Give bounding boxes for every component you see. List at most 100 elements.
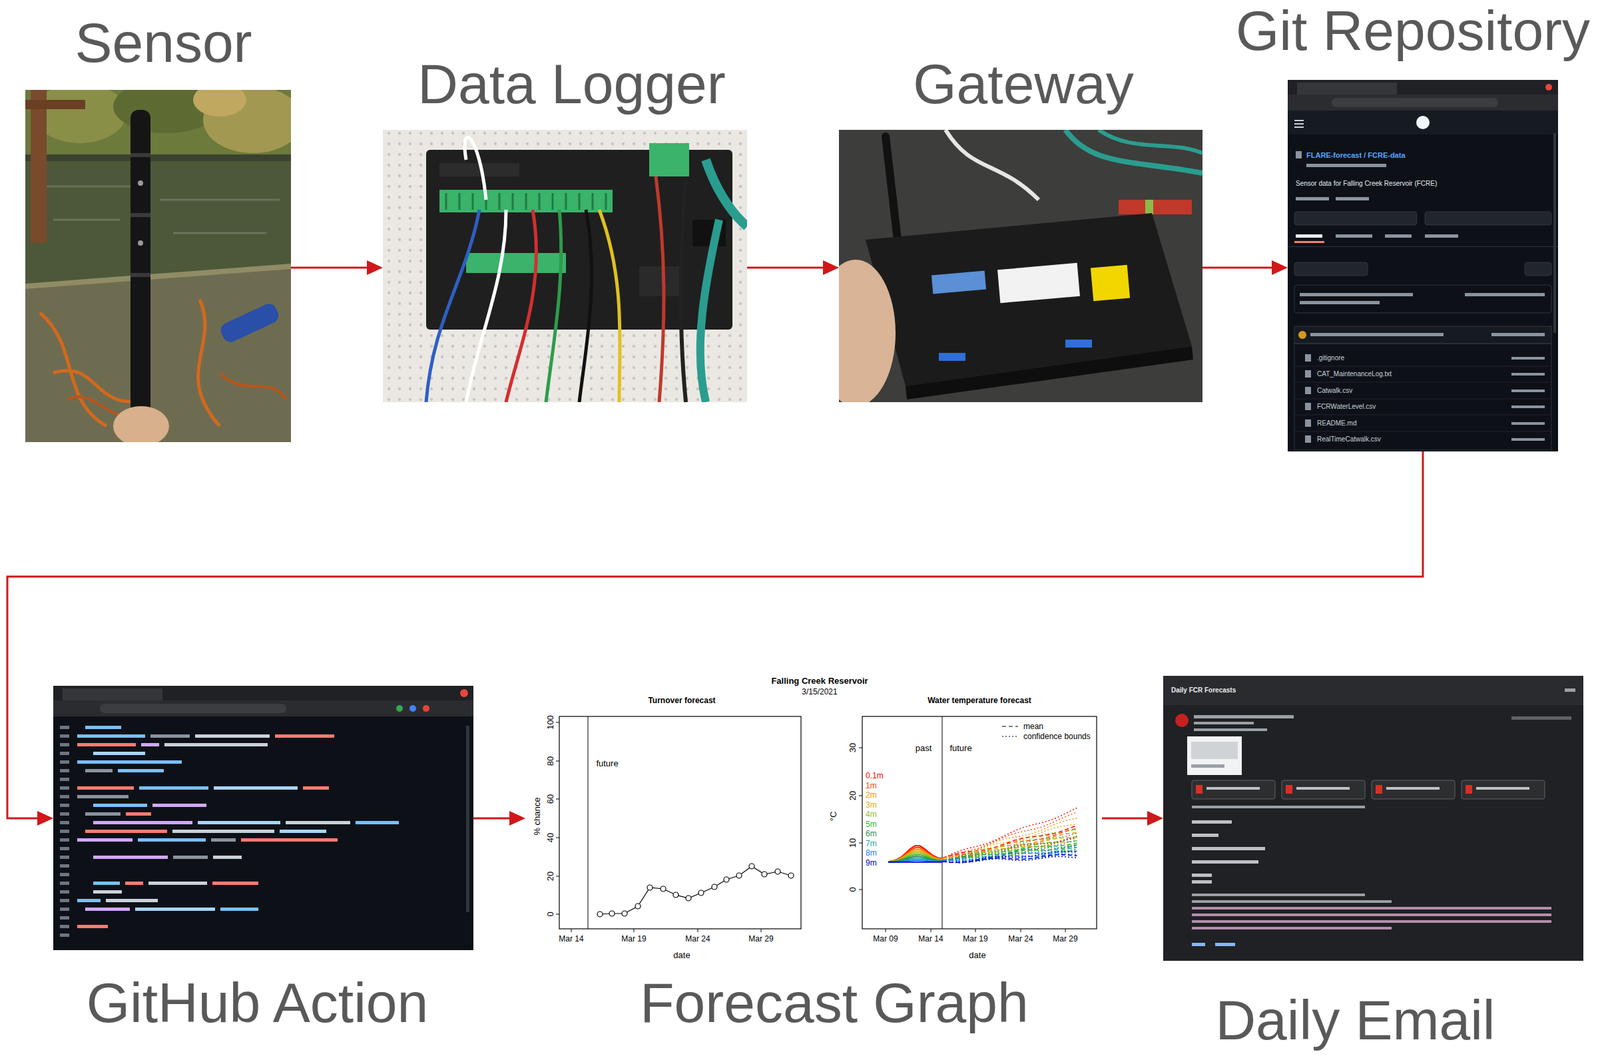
axis-tick (1020, 928, 1022, 933)
chart-label: date (673, 950, 690, 960)
code-line-number (59, 725, 70, 730)
plot-frame (862, 716, 1097, 929)
pipeline-stage: Daily Email (1163, 675, 1584, 961)
turnover-point (788, 872, 794, 879)
code-line (77, 743, 136, 747)
chart-label: 3/15/2021 (801, 687, 837, 696)
arrowhead (366, 260, 383, 275)
code-line (77, 924, 108, 929)
code-line (139, 786, 209, 790)
pipeline-stage: Sensor (25, 89, 291, 443)
flow-arrow (1202, 260, 1288, 275)
observed-line (888, 856, 943, 863)
code-line-number (59, 820, 70, 825)
forecast-chart (525, 673, 1102, 965)
code-line (164, 743, 268, 747)
code-line-number (59, 864, 70, 868)
code-line-number (59, 855, 70, 859)
code-line (125, 881, 144, 885)
forecast-bound-line (942, 851, 1078, 863)
code-line (213, 855, 242, 859)
turnover-point (635, 903, 641, 909)
code-line-number (59, 751, 70, 756)
axis-tick (858, 747, 863, 749)
forecast-bound-line (942, 856, 1078, 863)
chart-label: 40 (545, 832, 555, 843)
turnover-point (775, 868, 781, 875)
code-line (173, 855, 208, 859)
observed-line (888, 860, 943, 863)
code-line (125, 812, 152, 816)
code-line (212, 881, 259, 885)
flow-arrow (747, 260, 839, 275)
chart-label: 7m (865, 839, 877, 848)
code-line (355, 820, 399, 825)
axis-tick (555, 722, 560, 724)
code-line (141, 743, 160, 747)
arrowhead (1271, 260, 1288, 275)
axis-tick (858, 842, 863, 844)
chart-label: 8m (865, 848, 877, 857)
arrowhead (1147, 810, 1164, 826)
turnover-point (647, 884, 653, 891)
chart-label: Mar 19 (621, 934, 646, 943)
chart-label: 2m (865, 791, 877, 800)
observed-line (888, 858, 943, 862)
chart-label: Mar 29 (1052, 934, 1078, 943)
code-line (77, 898, 101, 903)
axis-tick (930, 928, 932, 933)
code-line (93, 890, 122, 894)
chart-label: Mar 14 (918, 934, 943, 943)
code-line (274, 734, 335, 738)
legend-text: mean (1023, 722, 1044, 731)
observed-line (888, 852, 943, 862)
chart-label: date (968, 950, 986, 960)
sensor-photo (25, 89, 291, 443)
stage-title: Forecast Graph (639, 974, 1029, 1031)
chart-label: Mar 29 (748, 934, 774, 943)
axis-tick (975, 928, 977, 933)
screenshot-text: Sensor data for Falling Creek Reservoir … (1295, 180, 1437, 188)
turnover-point (723, 876, 730, 883)
code-line (77, 838, 133, 842)
screenshot-text: CAT_MaintenanceLog.txt (1317, 370, 1392, 378)
code-line (77, 734, 146, 738)
forecast-bound-line (942, 836, 1078, 861)
plot-frame (559, 716, 801, 929)
stage-title: Data Logger (417, 55, 726, 112)
code-line-number (59, 846, 70, 851)
code-line (93, 855, 168, 859)
chart-label: 1m (865, 781, 877, 790)
observed-line (888, 861, 943, 863)
connector-line (290, 266, 369, 269)
pipeline-stage: Gateway (838, 129, 1203, 403)
code-line-number (59, 916, 70, 920)
code-line (211, 838, 236, 842)
pipeline-stage: Forecast Graph (525, 673, 1102, 965)
code-line-number (59, 803, 70, 807)
screenshot-text: Daily FCR Forecasts (1171, 687, 1236, 694)
legend-sample (1002, 735, 1019, 738)
turnover-point (597, 911, 603, 917)
observed-line (888, 854, 943, 863)
turnover-point (736, 872, 742, 879)
chart-label: 0 (545, 911, 555, 917)
axis-tick (555, 837, 560, 839)
code-line-number (59, 924, 70, 929)
code-line (135, 907, 216, 911)
turnover-point (698, 890, 704, 896)
chart-label: °C (828, 811, 838, 822)
code-line (77, 760, 182, 764)
code-line (77, 795, 129, 799)
axis-tick (858, 795, 863, 797)
chart-label: 30 (848, 743, 857, 753)
arrowhead (822, 260, 839, 275)
code-line-number (59, 786, 70, 790)
code-line (85, 725, 122, 730)
axis-tick (633, 928, 635, 933)
screenshot-text: Catwalk.csv (1317, 387, 1353, 395)
turnover-point (761, 871, 768, 877)
observed-line (888, 845, 943, 862)
repository-screenshot (1287, 79, 1559, 452)
chart-label: % chance (532, 797, 542, 835)
